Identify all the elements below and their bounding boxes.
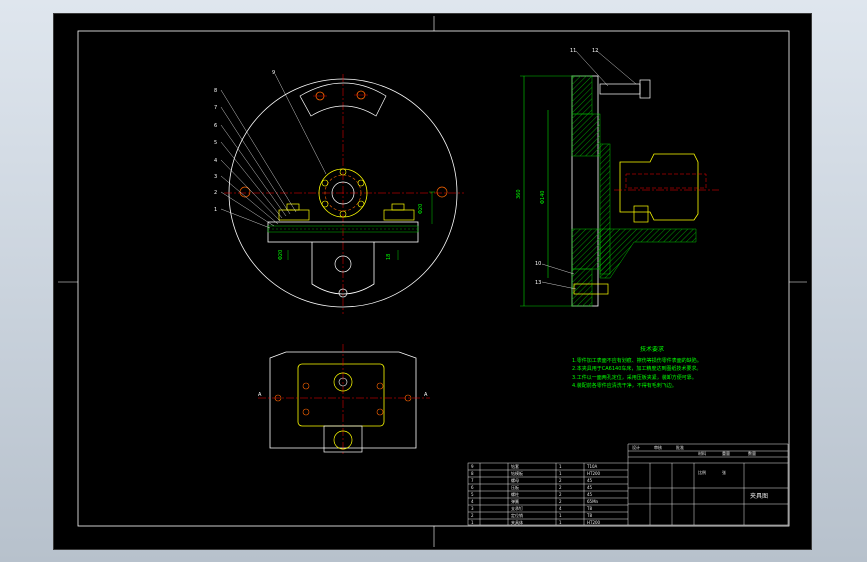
balloon: 10 bbox=[535, 261, 541, 267]
balloon: 3 bbox=[214, 174, 217, 180]
dim-slot: 18 bbox=[386, 254, 392, 260]
tech-item: 2.本夹具用于CA6140车床，加工精度达到图纸技术要求。 bbox=[572, 366, 702, 373]
label-sheet: 张 bbox=[722, 469, 726, 475]
parts-row: 7 螺母 2 45 bbox=[471, 477, 593, 483]
dim-offset: Φ20 bbox=[278, 250, 284, 260]
balloon: 7 bbox=[214, 105, 217, 111]
svg-text:HT200: HT200 bbox=[587, 520, 601, 525]
svg-text:2: 2 bbox=[559, 478, 562, 483]
label-qty: 数量 bbox=[748, 450, 756, 456]
svg-text:6: 6 bbox=[471, 485, 474, 490]
svg-text:定位销: 定位销 bbox=[511, 512, 523, 518]
label-weight: 重量 bbox=[722, 450, 730, 456]
svg-text:1: 1 bbox=[559, 520, 562, 525]
balloon: 9 bbox=[272, 70, 275, 76]
label-scale: 比例 bbox=[698, 469, 706, 475]
drawing-name: 夹具图 bbox=[750, 492, 768, 500]
svg-text:弹簧: 弹簧 bbox=[511, 498, 519, 504]
parts-row: 1 夹具体 1 HT200 bbox=[471, 519, 601, 525]
dim-hole: Φ20 bbox=[418, 204, 424, 214]
section-label-b: A bbox=[424, 392, 428, 398]
parts-row: 4 弹簧 2 65Mn bbox=[471, 498, 599, 504]
side-view: 360 Φ140 bbox=[516, 48, 719, 307]
balloon: 2 bbox=[214, 190, 217, 196]
sheet-border bbox=[77, 30, 790, 527]
parts-row: 2 定位销 1 T8 bbox=[471, 512, 592, 518]
parts-row: 8 钻模板 1 HT200 bbox=[471, 470, 601, 476]
label-designer: 设计 bbox=[632, 444, 640, 450]
svg-text:压板: 压板 bbox=[511, 484, 519, 490]
svg-text:钻套: 钻套 bbox=[511, 463, 519, 469]
svg-text:4: 4 bbox=[559, 506, 562, 511]
balloon: 11 bbox=[570, 48, 576, 54]
dim-overall-height: 360 bbox=[516, 189, 522, 199]
svg-text:45: 45 bbox=[587, 485, 593, 490]
svg-text:5: 5 bbox=[471, 492, 474, 497]
svg-text:1: 1 bbox=[559, 513, 562, 518]
svg-text:45: 45 bbox=[587, 492, 593, 497]
balloon: 4 bbox=[214, 158, 217, 164]
tech-heading: 技术要求 bbox=[639, 346, 664, 353]
svg-text:HT200: HT200 bbox=[587, 471, 601, 476]
svg-text:2: 2 bbox=[559, 485, 562, 490]
svg-text:螺母: 螺母 bbox=[511, 477, 519, 483]
tech-item: 3.工件以一面两孔定位，采用压板夹紧，装卸方便可靠。 bbox=[572, 374, 697, 381]
balloon: 6 bbox=[214, 123, 217, 129]
title-block-labels: 设计 审核 批准 材料 重量 数量 比例 张 夹具图 bbox=[632, 444, 768, 500]
label-approver: 批准 bbox=[676, 444, 684, 450]
svg-text:8: 8 bbox=[471, 471, 474, 476]
tech-item: 1.零件加工表面不应有划痕、擦伤等损伤零件表面的缺陷。 bbox=[572, 357, 702, 364]
svg-text:9: 9 bbox=[471, 464, 474, 469]
tech-item: 4.装配前各零件应清洗干净，不得有毛刺飞边。 bbox=[572, 383, 677, 390]
balloon: 13 bbox=[535, 280, 541, 286]
label-checker: 审核 bbox=[654, 444, 662, 450]
label-material: 材料 bbox=[698, 450, 706, 456]
dim-bore: Φ140 bbox=[540, 191, 546, 204]
svg-text:T10A: T10A bbox=[586, 464, 598, 469]
svg-text:T8: T8 bbox=[586, 506, 592, 511]
top-view: A A bbox=[258, 344, 430, 454]
technical-requirements: 技术要求 1.零件加工表面不应有划痕、擦伤等损伤零件表面的缺陷。 2.本夹具用于… bbox=[572, 346, 772, 391]
balloon: 8 bbox=[214, 88, 217, 94]
balloon: 12 bbox=[592, 48, 598, 54]
svg-text:45: 45 bbox=[587, 478, 593, 483]
balloon: 5 bbox=[214, 140, 217, 146]
svg-text:4: 4 bbox=[471, 499, 474, 504]
parts-list: 9 钻套 1 T10A 8 钻模板 1 HT200 7 螺母 2 45 6 压板… bbox=[471, 463, 601, 525]
svg-text:3: 3 bbox=[471, 506, 474, 511]
svg-text:1: 1 bbox=[559, 464, 562, 469]
drawing-viewport[interactable]: 8 7 6 5 4 3 2 1 9 Φ20 Φ20 18 360 Φ140 bbox=[53, 13, 812, 550]
parts-row: 9 钻套 1 T10A bbox=[471, 463, 598, 469]
parts-row: 5 螺柱 2 45 bbox=[471, 491, 593, 497]
section-label-a: A bbox=[258, 392, 262, 398]
svg-text:钻模板: 钻模板 bbox=[511, 470, 523, 476]
cad-drawing: 8 7 6 5 4 3 2 1 9 Φ20 Φ20 18 360 Φ140 bbox=[58, 16, 807, 547]
balloon: 1 bbox=[214, 207, 217, 213]
svg-text:夹具体: 夹具体 bbox=[511, 519, 523, 525]
parts-row: 6 压板 2 45 bbox=[471, 484, 593, 490]
svg-text:7: 7 bbox=[471, 478, 474, 483]
svg-text:1: 1 bbox=[471, 520, 474, 525]
svg-text:1: 1 bbox=[559, 471, 562, 476]
svg-text:65Mn: 65Mn bbox=[587, 499, 599, 504]
centering-marks bbox=[58, 16, 807, 547]
svg-text:2: 2 bbox=[559, 499, 562, 504]
title-block bbox=[467, 443, 789, 526]
svg-text:螺柱: 螺柱 bbox=[511, 491, 519, 497]
svg-text:支承钉: 支承钉 bbox=[511, 505, 523, 511]
svg-text:2: 2 bbox=[559, 492, 562, 497]
front-view: 8 7 6 5 4 3 2 1 9 Φ20 Φ20 18 bbox=[214, 70, 464, 314]
svg-text:T8: T8 bbox=[586, 513, 592, 518]
svg-text:2: 2 bbox=[471, 513, 474, 518]
parts-row: 3 支承钉 4 T8 bbox=[471, 505, 592, 511]
